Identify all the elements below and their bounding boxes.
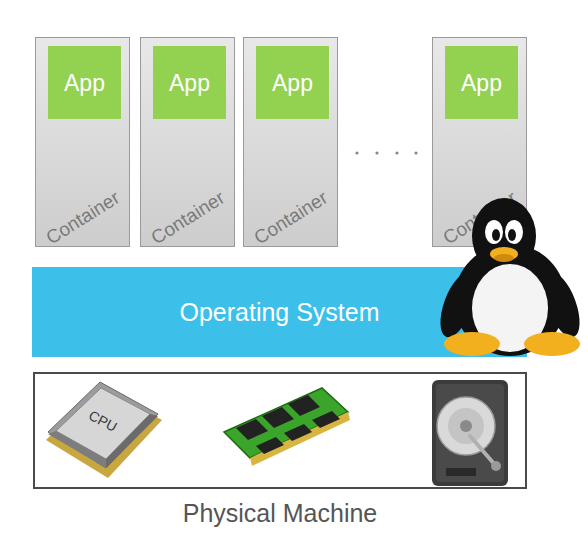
cpu-chip	[46, 382, 162, 478]
ram-module	[224, 388, 350, 466]
app-box: App	[445, 46, 518, 119]
container-box: Container App	[243, 37, 338, 247]
chip-label: CPU	[86, 407, 120, 435]
container-box: Container App	[35, 37, 130, 247]
container-label: Container	[250, 187, 332, 249]
app-box: App	[256, 46, 329, 119]
hard-drive	[432, 380, 508, 486]
penguin-mascot	[433, 198, 587, 356]
node-label: App	[169, 69, 210, 96]
machine-label: Physical Machine	[183, 499, 378, 528]
node-label: App	[272, 69, 313, 96]
node-label: Operating System	[179, 298, 379, 327]
container-box: Container App	[140, 37, 235, 247]
ellipsis-dots	[355, 151, 417, 154]
container-label: Container	[42, 187, 124, 249]
node-label: App	[461, 69, 502, 96]
app-box: App	[153, 46, 226, 119]
node-label: App	[64, 69, 105, 96]
container-label: Container	[147, 187, 229, 249]
app-box: App	[48, 46, 121, 119]
